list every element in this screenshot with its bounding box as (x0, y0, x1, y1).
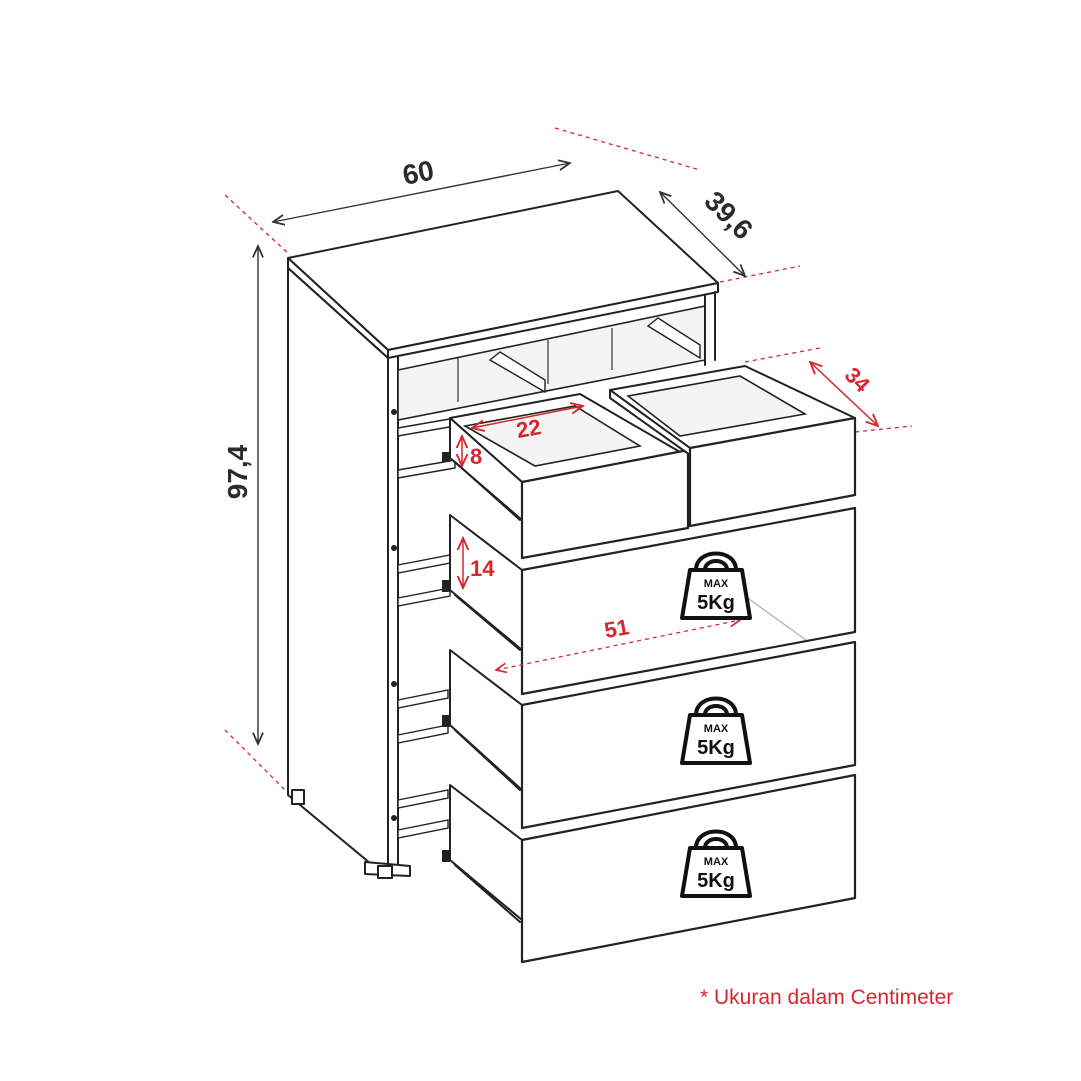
weight-badge-drawer-4: MAX 5Kg (680, 829, 752, 898)
small-drawer-width-line (472, 406, 583, 428)
small-drawer-left-front[interactable] (520, 448, 690, 560)
width-label: 60 (400, 154, 436, 190)
large-drawer-height-label: 14 (470, 556, 495, 581)
unit-footnote: * Ukuran dalam Centimeter (700, 986, 954, 1009)
height-label: 97,4 (222, 444, 253, 499)
small-drawer-width-label: 22 (514, 414, 542, 443)
weight-max-label: MAX (704, 723, 729, 735)
weight-badge-drawer-3: MAX 5Kg (680, 696, 752, 765)
weight-max-label: MAX (704, 856, 729, 868)
extension-lines (224, 127, 913, 796)
weight-load-label: 5Kg (697, 870, 735, 892)
small-drawer-right-front[interactable] (688, 416, 857, 528)
small-drawer-height-label: 8 (470, 444, 482, 469)
weight-max-label: MAX (704, 578, 729, 590)
cabinet-body (287, 190, 719, 879)
weight-badge-drawer-2: MAX 5Kg (680, 551, 752, 620)
small-drawer-right (609, 365, 857, 528)
side-panel (287, 267, 389, 879)
large-drawer-width-line (496, 620, 740, 670)
depth-dimension-line (660, 192, 745, 276)
large-drawer-width-label: 51 (602, 614, 630, 643)
drawer-depth-line (810, 362, 878, 426)
weight-load-label: 5Kg (697, 737, 735, 759)
width-dimension-line (273, 163, 570, 222)
depth-label: 39,6 (698, 185, 758, 245)
weight-load-label: 5Kg (697, 592, 735, 614)
drawer-depth-label: 34 (840, 362, 876, 398)
